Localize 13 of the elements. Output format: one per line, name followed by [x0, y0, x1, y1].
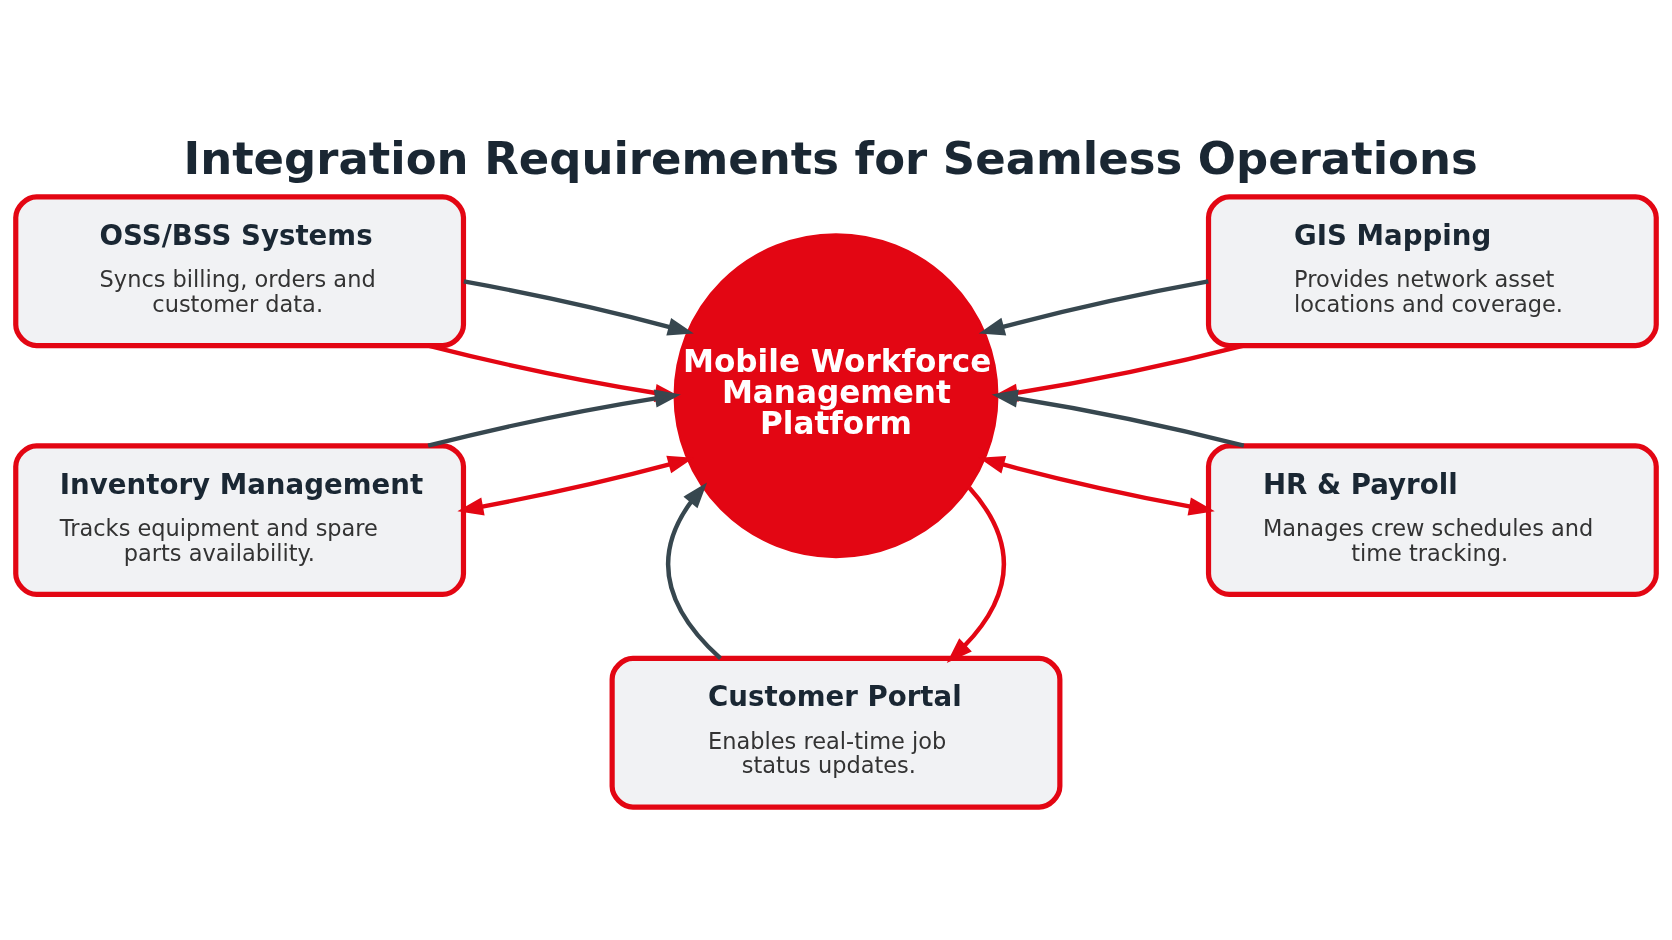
diagram-title: Integration Requirements for Seamless Operations — [183, 132, 1478, 186]
node-box: GIS Mapping Provides network asset locations and coverage. — [1205, 194, 1659, 349]
node-circle: Mobile Workforce Management Platform — [673, 233, 999, 559]
arrow — [427, 389, 681, 448]
arrow — [666, 482, 722, 660]
arrow — [463, 279, 694, 336]
arrow — [978, 279, 1209, 336]
node-box: Inventory Management Tracks equipment and spare parts availability. — [13, 443, 467, 598]
node-box: OSS/BSS Systems Syncs billing, orders and customer data. — [13, 194, 467, 349]
node-box: HR & Payroll Manages crew schedules and time tracking. — [1205, 443, 1659, 598]
arrow — [991, 389, 1245, 448]
arrow — [946, 486, 1006, 663]
node-box: Customer Portal Enables real-time job status updates. — [609, 655, 1063, 810]
